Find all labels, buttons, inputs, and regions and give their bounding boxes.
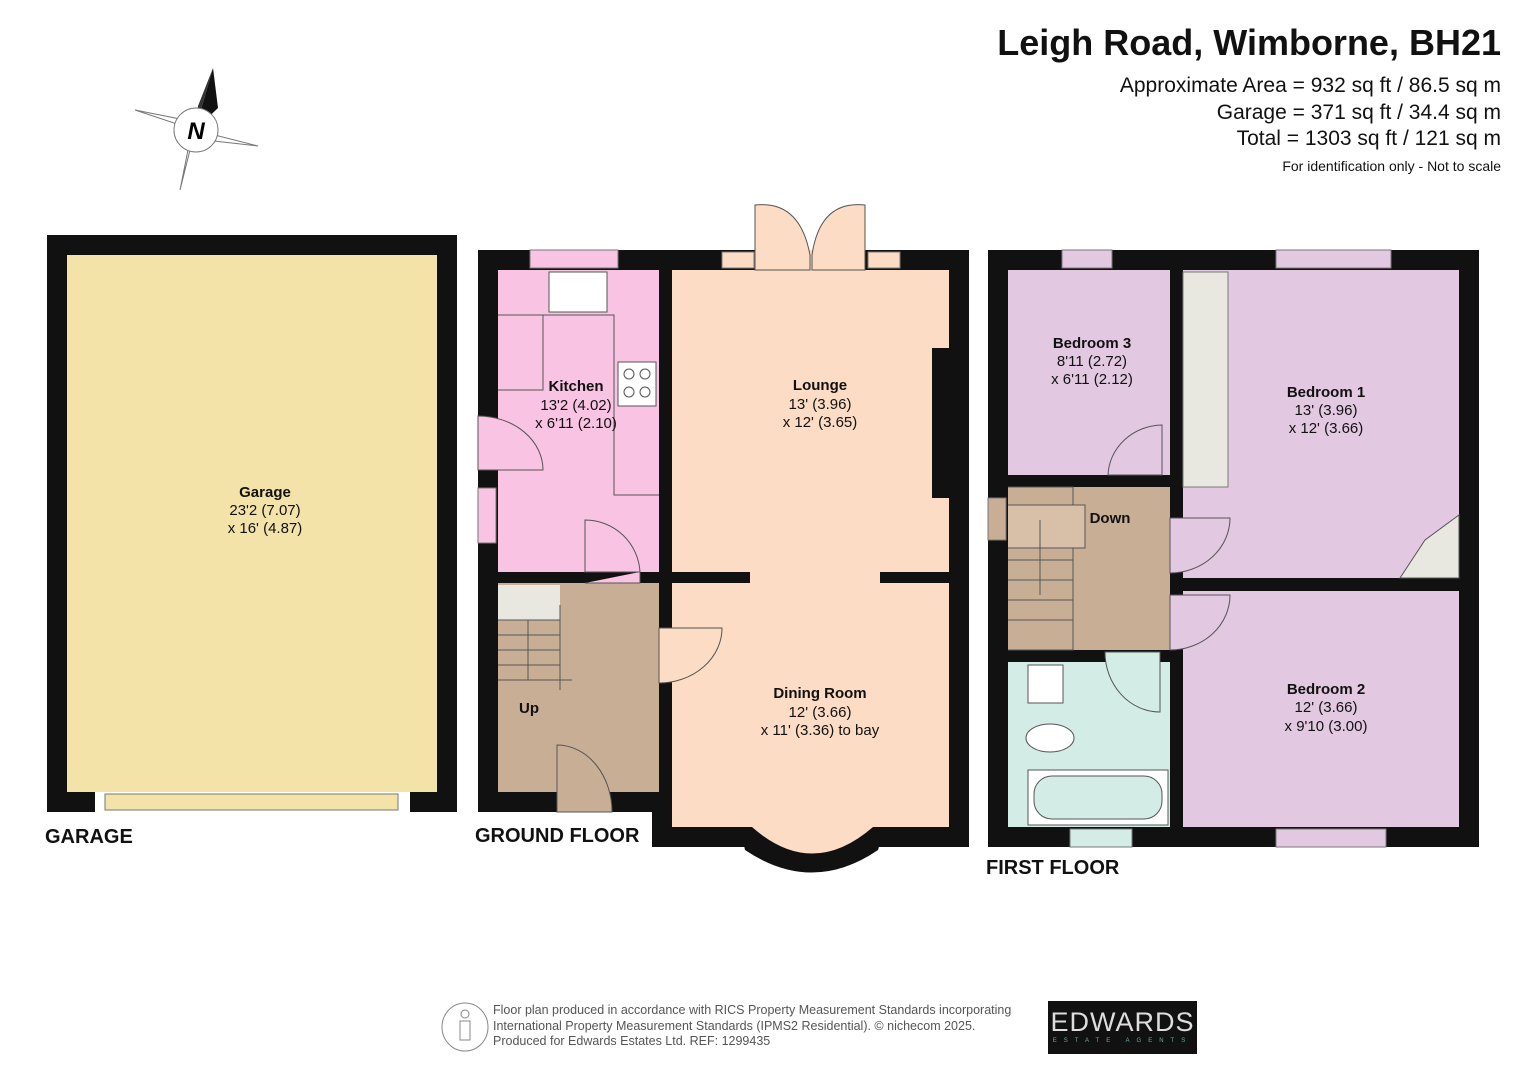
footer-line-1: Floor plan produced in accordance with R… — [493, 1003, 1012, 1017]
floor-label-first: FIRST FLOOR — [986, 857, 1120, 879]
room-dim: x 12' (3.65) — [783, 414, 858, 431]
footer-line-2: International Property Measurement Stand… — [493, 1018, 976, 1033]
room-dim: 13'2 (4.02) — [540, 397, 611, 414]
logo-sub-text: ESTATE AGENTS — [1052, 1038, 1193, 1044]
room-name: Bedroom 3 — [1053, 335, 1131, 352]
room-lounge: Lounge 13' (3.96) x 12' (3.65) — [783, 377, 858, 431]
room-name: Garage — [239, 484, 291, 501]
room-bedroom-2: Bedroom 2 12' (3.66) x 9'10 (3.00) — [1285, 681, 1368, 735]
total-area: Total = 1303 sq ft / 121 sq m — [1236, 127, 1501, 150]
room-dim: 23'2 (7.07) — [229, 502, 300, 519]
room-name: Dining Room — [773, 685, 866, 702]
floor-label-ground: GROUND FLOOR — [475, 825, 640, 847]
stairs-down-label: Down — [1090, 510, 1131, 527]
logo-main-text: EDWARDS — [1050, 1007, 1195, 1037]
room-dim: 12' (3.66) — [1295, 699, 1358, 716]
room-bedroom-1: Bedroom 1 13' (3.96) x 12' (3.66) — [1287, 384, 1365, 437]
room-name: Kitchen — [548, 378, 603, 395]
footer-line-3: Produced for Edwards Estates Ltd. REF: 1… — [493, 1034, 771, 1048]
stairs-up-label: Up — [519, 700, 539, 717]
room-dim: x 11' (3.36) to bay — [761, 722, 880, 739]
room-garage: Garage 23'2 (7.07) x 16' (4.87) — [228, 484, 303, 537]
room-dim: x 6'11 (2.12) — [1051, 371, 1133, 388]
floor-label-garage: GARAGE — [45, 826, 133, 848]
compass-icon: N — [134, 68, 259, 191]
room-dim: x 12' (3.66) — [1289, 420, 1364, 437]
edwards-logo: EDWARDS ESTATE AGENTS — [1048, 1001, 1197, 1054]
room-dim: 12' (3.66) — [789, 704, 852, 721]
room-name: Bedroom 1 — [1287, 384, 1365, 401]
property-title: Leigh Road, Wimborne, BH21 — [997, 22, 1501, 63]
room-name: Lounge — [793, 377, 847, 394]
approx-area: Approximate Area = 932 sq ft / 86.5 sq m — [1119, 74, 1501, 97]
scale-note: For identification only - Not to scale — [1282, 158, 1501, 174]
room-kitchen: Kitchen 13'2 (4.02) x 6'11 (2.10) — [535, 378, 617, 432]
room-bedroom-3: Bedroom 3 8'11 (2.72) x 6'11 (2.12) — [1051, 335, 1133, 388]
room-dim: x 6'11 (2.10) — [535, 415, 617, 432]
garage-plan — [47, 235, 457, 812]
room-dining: Dining Room 12' (3.66) x 11' (3.36) to b… — [761, 685, 880, 739]
room-dim: 13' (3.96) — [789, 396, 852, 413]
room-dim: 8'11 (2.72) — [1057, 353, 1127, 370]
room-dim: x 9'10 (3.00) — [1285, 718, 1368, 735]
compass-north-label: N — [187, 118, 205, 145]
person-icon — [441, 1002, 489, 1052]
first-floor-plan — [987, 249, 1479, 848]
footer-text: Floor plan produced in accordance with R… — [493, 1003, 1011, 1050]
garage-area: Garage = 371 sq ft / 34.4 sq m — [1216, 101, 1501, 124]
ground-floor-plan — [477, 204, 969, 873]
room-name: Bedroom 2 — [1287, 681, 1365, 698]
room-dim: x 16' (4.87) — [228, 520, 303, 537]
room-dim: 13' (3.96) — [1295, 402, 1358, 419]
